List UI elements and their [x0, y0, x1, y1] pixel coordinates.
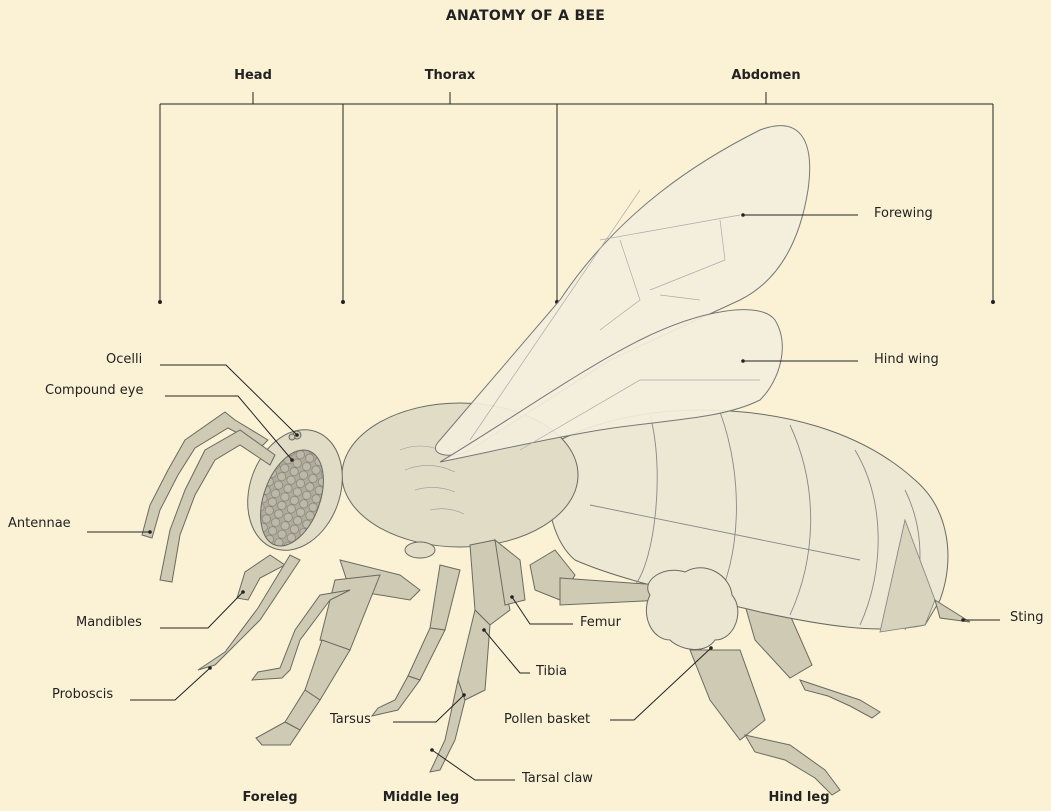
label-hind-wing: Hind wing: [874, 352, 939, 368]
label-proboscis: Proboscis: [52, 687, 113, 703]
label-forewing: Forewing: [874, 206, 933, 222]
label-mandibles: Mandibles: [76, 615, 142, 631]
wings: [435, 126, 809, 462]
label-abdomen: Abdomen: [731, 68, 800, 84]
label-femur: Femur: [580, 615, 621, 631]
label-hind-leg: Hind leg: [768, 790, 829, 806]
pollen-basket-shape: [646, 568, 737, 650]
label-middle-leg: Middle leg: [383, 790, 459, 806]
label-compound-eye: Compound eye: [45, 383, 143, 399]
label-pollen-basket: Pollen basket: [504, 712, 590, 728]
label-sting: Sting: [1010, 610, 1043, 626]
label-antennae: Antennae: [8, 516, 71, 532]
section-brackets: [160, 92, 993, 302]
label-thorax: Thorax: [425, 68, 476, 84]
label-head: Head: [234, 68, 272, 84]
label-tibia: Tibia: [536, 664, 567, 680]
label-foreleg: Foreleg: [242, 790, 297, 806]
diagram-title: ANATOMY OF A BEE: [0, 8, 1051, 24]
label-tarsus: Tarsus: [330, 712, 371, 728]
sting-shape: [935, 600, 970, 622]
label-tarsal-claw: Tarsal claw: [522, 771, 593, 787]
label-ocelli: Ocelli: [106, 352, 142, 368]
